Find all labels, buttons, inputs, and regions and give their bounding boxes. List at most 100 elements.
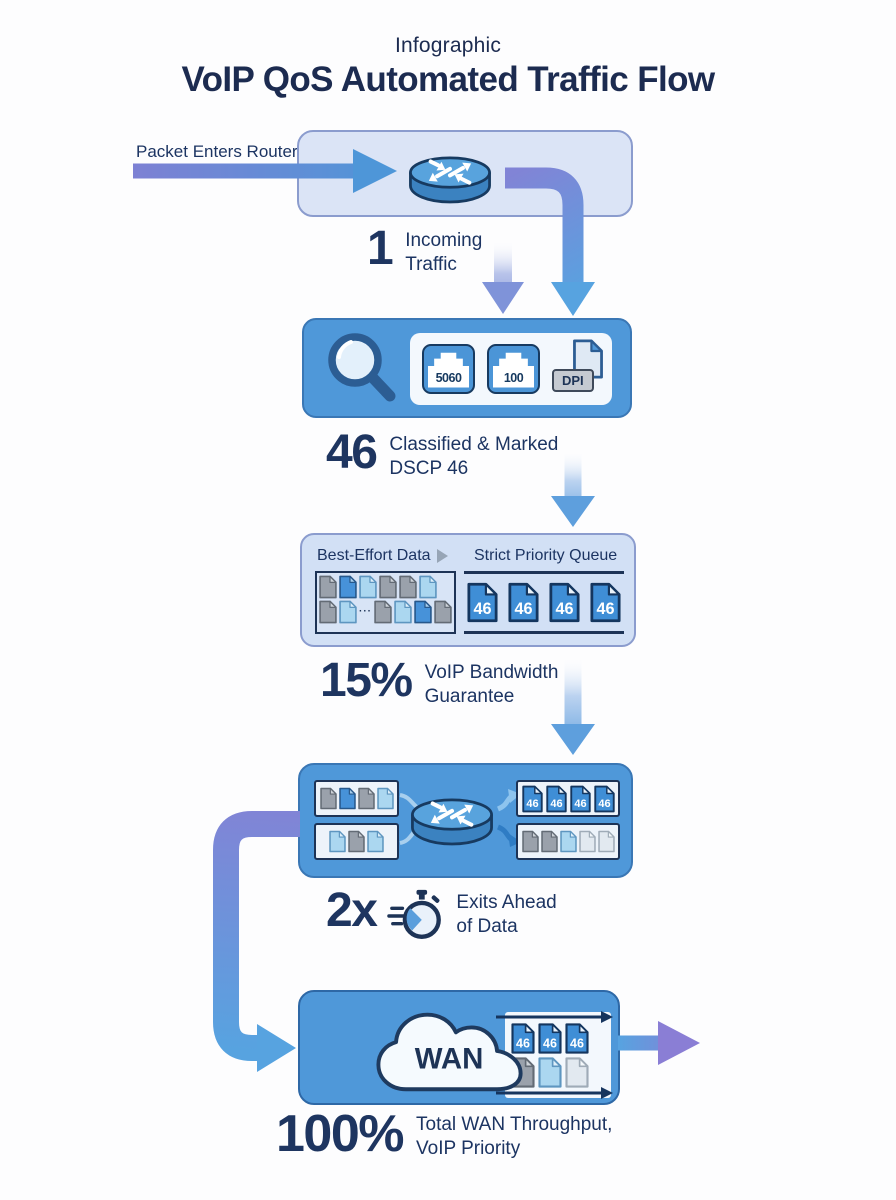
packet-doc-icon [357, 787, 375, 810]
output-besteffort-docs [521, 830, 615, 853]
packet-doc-icon [339, 600, 357, 624]
packet-doc-icon: 46 [549, 582, 580, 623]
stage2-label-line1: Classified & Marked [389, 434, 559, 455]
packet-doc-icon [578, 830, 596, 853]
stage1-label-line1: Incoming [405, 230, 483, 251]
output-panel-besteffort [516, 823, 620, 860]
stage1-stat: 1 [367, 222, 394, 275]
svg-text:46: 46 [555, 600, 573, 618]
stage4-label-line2: of Data [456, 915, 518, 937]
svg-text:46: 46 [526, 797, 538, 809]
entry-label: Packet Enters Router [136, 142, 298, 161]
page-title: VoIP QoS Automated Traffic Flow [181, 60, 715, 99]
packet-doc-icon: 46 [511, 1023, 535, 1054]
svg-text:46: 46 [570, 1036, 584, 1050]
input-docs-row1 [319, 787, 394, 810]
wan-cloud-icon: WAN [376, 1012, 523, 1092]
dpi-tag: DPI [552, 369, 594, 392]
svg-text:46: 46 [516, 1036, 530, 1050]
svg-text:46: 46 [514, 600, 532, 618]
rj45-jack-icon: 5060 [428, 352, 469, 388]
stage3-stat-row: 15% VoIP Bandwidth Guarantee [320, 654, 559, 708]
stage2-stat-row: 46 Classified & Marked DSCP 46 [326, 426, 559, 480]
svg-text:46: 46 [550, 797, 562, 809]
wan-exit-arrow [618, 1021, 700, 1065]
stage1-label-line2: Traffic [405, 253, 457, 275]
stage1-stat-label: Incoming Traffic [405, 226, 482, 276]
packet-doc-icon [419, 575, 437, 599]
stage3-stat: 15% [320, 654, 413, 707]
strict-priority-queue: 46 46 46 46 [464, 571, 624, 634]
packet-doc-icon [376, 787, 394, 810]
packet-doc-icon [540, 830, 558, 853]
best-effort-docs-row2: ··· [319, 600, 452, 624]
packet-doc-icon: 46 [565, 1023, 589, 1054]
input-panel-bottom [314, 823, 399, 860]
stage5-stat-label: Total WAN Throughput, VoIP Priority [416, 1110, 612, 1160]
packet-doc-icon: 46 [569, 785, 591, 812]
best-effort-title-text: Best-Effort Data [317, 547, 431, 564]
packet-doc-icon [538, 1057, 562, 1088]
strict-priority-title: Strict Priority Queue [474, 547, 618, 564]
output-priority-docs: 46 46 46 46 [521, 785, 615, 813]
inspect-panel: 5060 100 DPI [410, 333, 612, 405]
rj45-jack-icon: 100 [493, 352, 534, 388]
packet-doc-icon [597, 830, 615, 853]
stage2-classify-box: 5060 100 DPI [302, 318, 632, 418]
input-panel-top [314, 780, 399, 817]
packet-doc-icon [329, 830, 346, 853]
packet-doc-icon [367, 830, 384, 853]
stage3-queue-box: Best-Effort Data Strict Priority Queue ·… [300, 533, 636, 647]
svg-text:46: 46 [598, 797, 610, 809]
triangle-right-icon [436, 549, 448, 563]
stage4-scheduler-box: 46 46 46 46 [298, 763, 633, 878]
svg-text:46: 46 [596, 600, 614, 618]
wan-cloud-label: WAN [415, 1043, 484, 1076]
packet-doc-icon [565, 1057, 589, 1088]
packet-doc-icon [394, 600, 412, 624]
dpi-icon: DPI [552, 339, 608, 401]
packet-doc-icon: 46 [593, 785, 615, 812]
stage3-label-line2: Guarantee [424, 685, 515, 707]
router-icon [411, 798, 493, 846]
input-docs-row2 [329, 830, 384, 853]
svg-text:46: 46 [543, 1036, 557, 1050]
packet-doc-icon: 46 [467, 582, 498, 623]
packet-doc-icon [379, 575, 397, 599]
packet-doc-icon: 46 [590, 582, 621, 623]
packet-doc-icon [339, 575, 357, 599]
packet-doc-icon [374, 600, 392, 624]
kicker-label: Infographic [394, 34, 502, 57]
scheduler-to-wan-bypass-arrow [213, 811, 300, 1072]
stage2-label-line2: DSCP 46 [389, 457, 469, 479]
packet-doc-icon [521, 830, 539, 853]
packet-doc-icon: 46 [538, 1023, 562, 1054]
router-icon [409, 156, 491, 204]
stage4-stat-row: 2x Exits Ahead of Data [326, 887, 557, 944]
rtp-port-number: 100 [503, 370, 524, 385]
packet-doc-icon [434, 600, 452, 624]
ingress-drop-arrow [482, 242, 524, 314]
sip-port-number: 5060 [435, 370, 462, 385]
stage4-label-line1: Exits Ahead [456, 892, 557, 913]
best-effort-queue: ··· [315, 571, 456, 634]
stage2-stat: 46 [326, 426, 378, 479]
stage5-label-line1: Total WAN Throughput, [416, 1114, 613, 1135]
rtp-port-icon: 100 [487, 344, 540, 394]
packet-doc-icon [559, 830, 577, 853]
magnifier-icon [328, 333, 396, 402]
best-effort-title: Best-Effort Data [317, 547, 448, 565]
stage4-stat-label: Exits Ahead of Data [456, 888, 556, 938]
packet-doc-icon [338, 787, 356, 810]
packet-doc-icon: 46 [508, 582, 539, 623]
packet-doc-icon: 46 [521, 785, 543, 812]
ellipsis: ··· [359, 606, 372, 617]
stage3-label-line1: VoIP Bandwidth [424, 662, 559, 683]
stage1-ingress-box [297, 130, 633, 217]
stopwatch-icon [387, 889, 442, 939]
packet-doc-icon [319, 575, 337, 599]
svg-text:46: 46 [574, 797, 586, 809]
sip-port-icon: 5060 [422, 344, 475, 394]
wan-egress-panel: 46 46 46 [505, 1012, 611, 1098]
